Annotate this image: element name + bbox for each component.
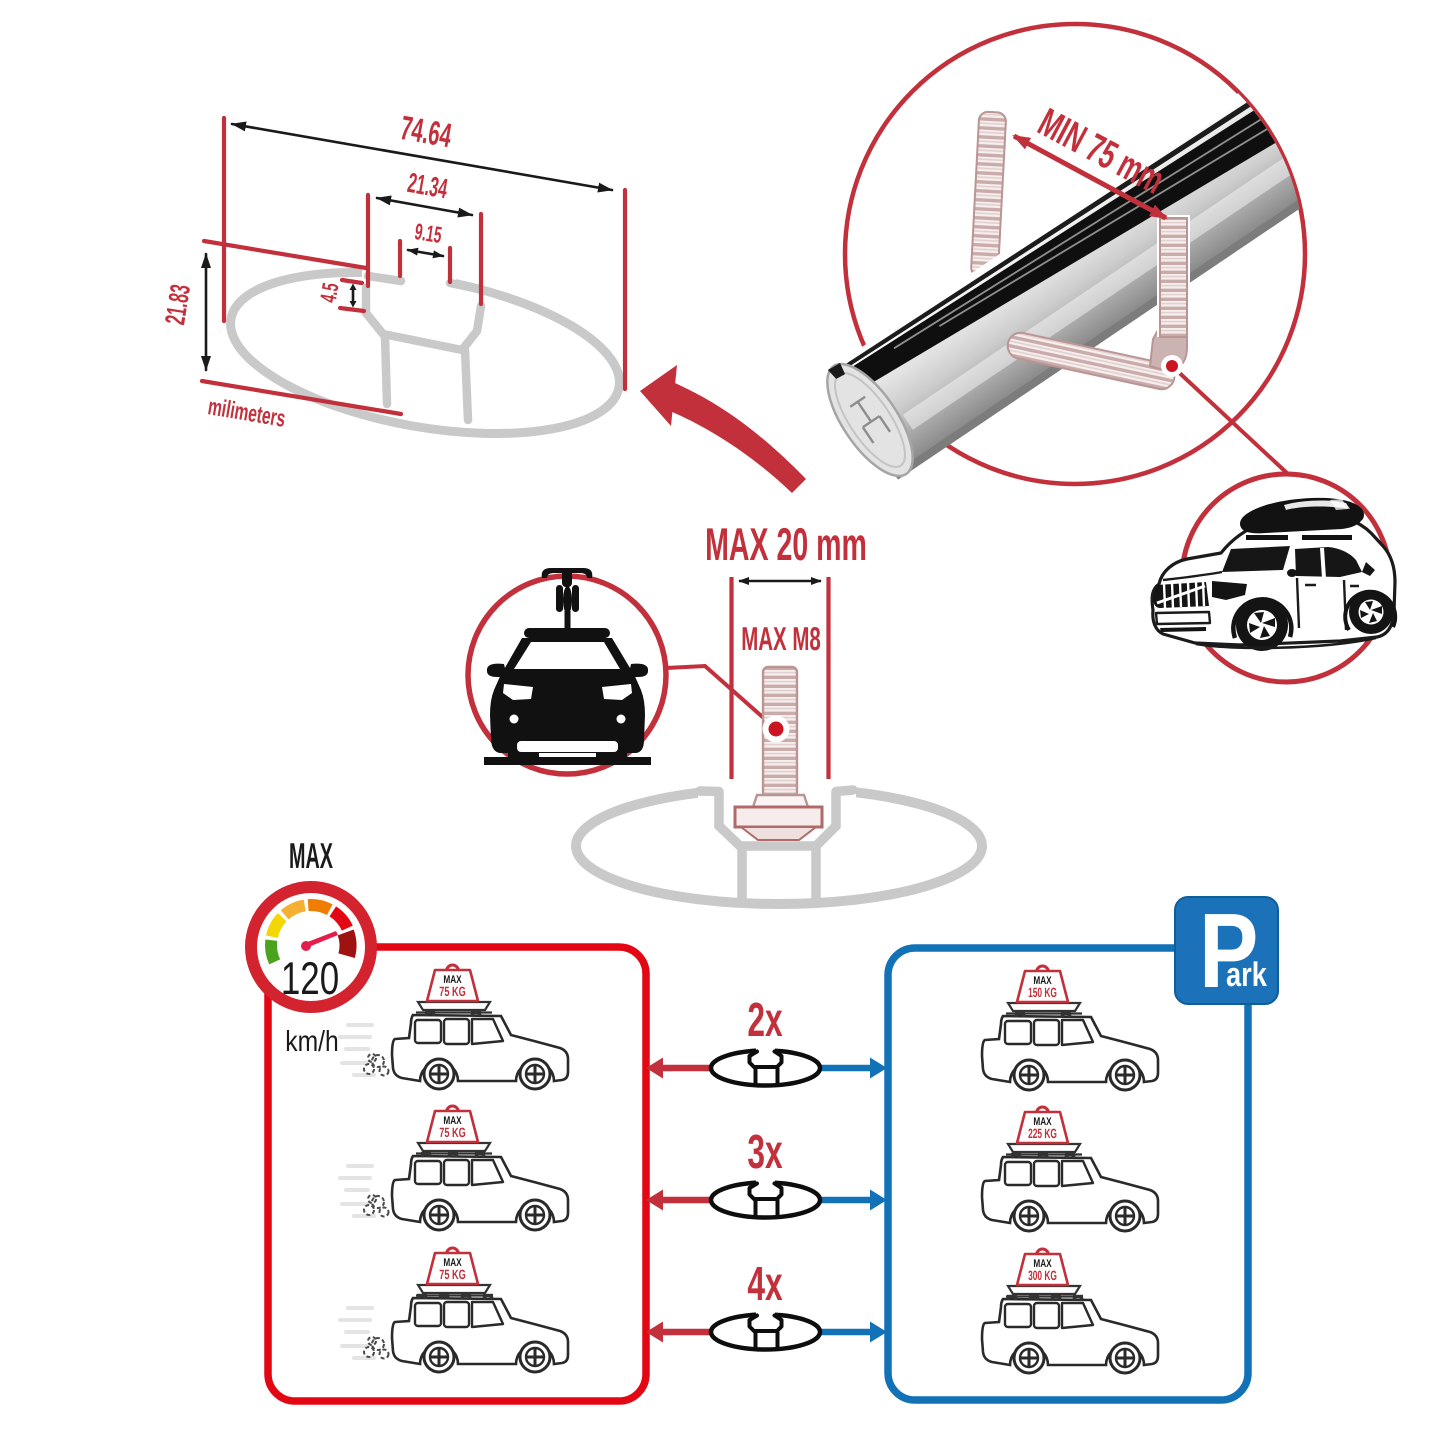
svg-text:MAX: MAX [289, 835, 333, 876]
svg-text:21.34: 21.34 [405, 167, 450, 205]
svg-text:ark: ark [1226, 956, 1267, 994]
svg-text:P: P [1199, 892, 1258, 1010]
svg-text:74.64: 74.64 [397, 109, 454, 155]
svg-text:MAX M8: MAX M8 [741, 620, 821, 657]
svg-text:21.83: 21.83 [159, 282, 196, 326]
svg-text:75 KG: 75 KG [439, 1267, 466, 1282]
svg-text:300 KG: 300 KG [1028, 1268, 1057, 1283]
svg-text:75 KG: 75 KG [439, 984, 466, 999]
svg-text:4x: 4x [747, 1258, 782, 1311]
svg-text:MAX: MAX [443, 1115, 462, 1127]
svg-text:MAX: MAX [1033, 1258, 1052, 1270]
svg-text:75 KG: 75 KG [439, 1125, 466, 1140]
svg-text:MAX: MAX [443, 974, 462, 986]
svg-text:2x: 2x [747, 994, 782, 1047]
svg-text:MAX: MAX [1033, 1116, 1052, 1128]
svg-text:km/h: km/h [285, 1026, 338, 1058]
svg-text:MAX: MAX [1033, 975, 1052, 987]
svg-text:120: 120 [281, 952, 339, 1004]
svg-text:150 KG: 150 KG [1028, 985, 1057, 1000]
svg-text:MAX 20 mm: MAX 20 mm [705, 518, 867, 570]
svg-text:4.5: 4.5 [315, 281, 344, 305]
svg-text:3x: 3x [747, 1126, 782, 1179]
svg-text:9.15: 9.15 [413, 218, 444, 248]
svg-text:225 KG: 225 KG [1028, 1126, 1057, 1141]
svg-text:MAX: MAX [443, 1257, 462, 1269]
